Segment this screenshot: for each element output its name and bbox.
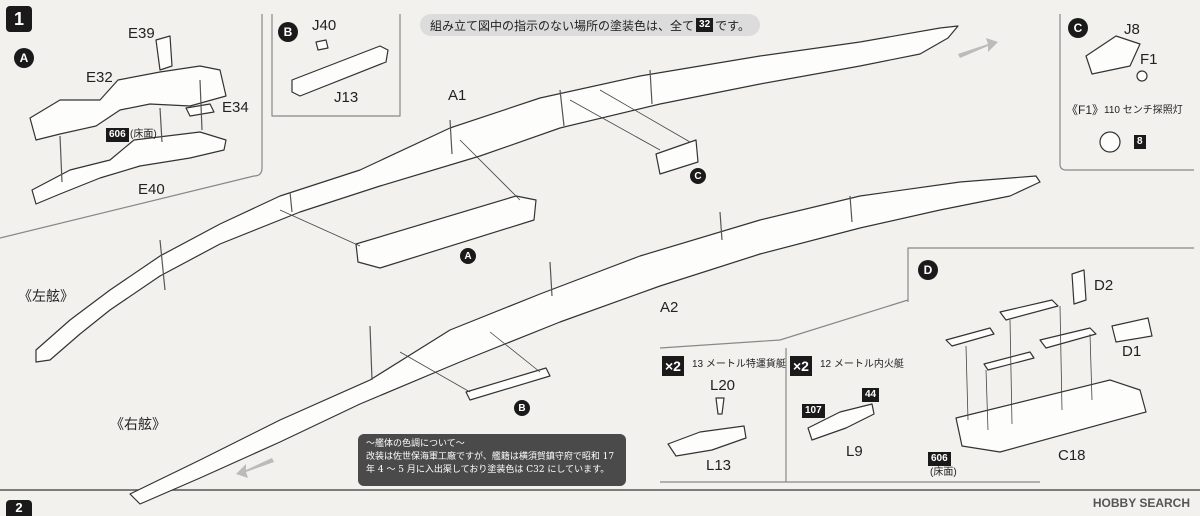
label-j13: J13	[334, 89, 359, 106]
part-e32	[29, 65, 227, 141]
panel-c-sub-desc: 110 センチ探照灯	[1104, 105, 1183, 116]
label-a1: A1	[448, 87, 467, 104]
part-c18	[955, 379, 1147, 453]
label-e34: E34	[222, 99, 249, 116]
label-j40: J40	[312, 17, 337, 34]
panel-a-marker: A	[14, 48, 34, 68]
hull-a1	[35, 25, 959, 363]
label-f1: F1	[1140, 51, 1158, 68]
part-c-piece	[655, 139, 699, 175]
panel-a-border	[0, 14, 263, 239]
boat-panel-border	[659, 299, 1040, 483]
panel-c-marker: C	[1068, 18, 1088, 38]
label-j8: J8	[1124, 21, 1140, 38]
callout-a: A	[460, 248, 476, 264]
boat-d1	[945, 327, 995, 347]
label-d2: D2	[1094, 277, 1114, 294]
boat2-color-2: 44	[862, 388, 880, 402]
part-d2	[1071, 269, 1087, 305]
next-step-number: 2	[6, 500, 32, 516]
part-e39	[155, 35, 173, 71]
note-body: 改装は佐世保海軍工廠ですが、艦籍は横須賀鎮守府で昭和 17 年 4 ～ 5 月に…	[366, 452, 615, 475]
callout-c: C	[690, 168, 706, 184]
panel-b-border	[271, 14, 401, 117]
searchlight	[1099, 131, 1121, 153]
hull-a2	[129, 175, 1041, 505]
boat1-multiplier: ×2	[662, 356, 684, 376]
paint-notice-suffix: です。	[715, 18, 750, 33]
panel-d-color: 606	[928, 452, 951, 466]
boat-l13	[667, 425, 747, 457]
part-b-piece	[465, 367, 551, 401]
label-l20: L20	[710, 377, 736, 394]
panel-d-marker: D	[918, 260, 938, 280]
part-a-piece	[355, 195, 537, 269]
label-a2: A2	[660, 299, 679, 316]
step-number: 1	[6, 6, 32, 32]
panel-c-border	[1059, 14, 1194, 171]
panel-d-border	[907, 247, 1194, 302]
panel-d-color-note: (床面)	[930, 467, 957, 478]
panel-a-color: 606	[106, 128, 129, 142]
hull-color-note: ～艦体の色調について～ 改装は佐世保海軍工廠ですが、艦籍は横須賀鎮守府で昭和 1…	[358, 434, 626, 486]
arrow-aft	[236, 458, 274, 478]
paint-notice: 組み立て図中の指示のない場所の塗装色は、全て 32 です。	[420, 14, 760, 36]
panel-a-color-note: (床面)	[130, 129, 157, 140]
boat2-multiplier: ×2	[790, 356, 812, 376]
callout-b: B	[514, 400, 530, 416]
label-c18: C18	[1058, 447, 1086, 464]
starboard-side-label: 《右舷》	[110, 417, 166, 433]
boat2-color-1: 107	[802, 404, 825, 418]
paint-notice-color: 32	[696, 18, 714, 32]
panel-b-marker: B	[278, 22, 298, 42]
part-e34	[185, 103, 215, 117]
arrow-forward	[958, 38, 998, 58]
part-d1	[1111, 317, 1153, 343]
boat2-desc: 12 メートル内火艇	[820, 359, 904, 370]
part-l20	[715, 397, 725, 415]
panel-c-color: 8	[1134, 135, 1146, 149]
label-e40: E40	[138, 181, 165, 198]
part-f1	[1136, 70, 1148, 82]
boat-d4	[1039, 327, 1097, 349]
note-title: ～艦体の色調について～	[366, 439, 465, 449]
boat-d3	[983, 351, 1035, 371]
label-e32: E32	[86, 69, 113, 86]
label-d1: D1	[1122, 343, 1142, 360]
part-j40	[315, 39, 329, 51]
paint-notice-prefix: 組み立て図中の指示のない場所の塗装色は、全て	[430, 18, 695, 33]
boat-l9	[807, 403, 875, 441]
boat1-desc: 13 メートル特運貨艇	[692, 359, 786, 370]
port-side-label: 《左舷》	[18, 289, 74, 305]
boat-d2	[999, 299, 1059, 321]
part-e40	[31, 131, 227, 205]
label-l9: L9	[846, 443, 863, 460]
label-l13: L13	[706, 457, 732, 474]
label-e39: E39	[128, 25, 155, 42]
panel-c-sub-label: 《F1》	[1066, 103, 1105, 117]
part-j8	[1085, 35, 1141, 75]
part-j13	[291, 45, 389, 97]
watermark: HOBBY SEARCH	[1092, 496, 1190, 510]
